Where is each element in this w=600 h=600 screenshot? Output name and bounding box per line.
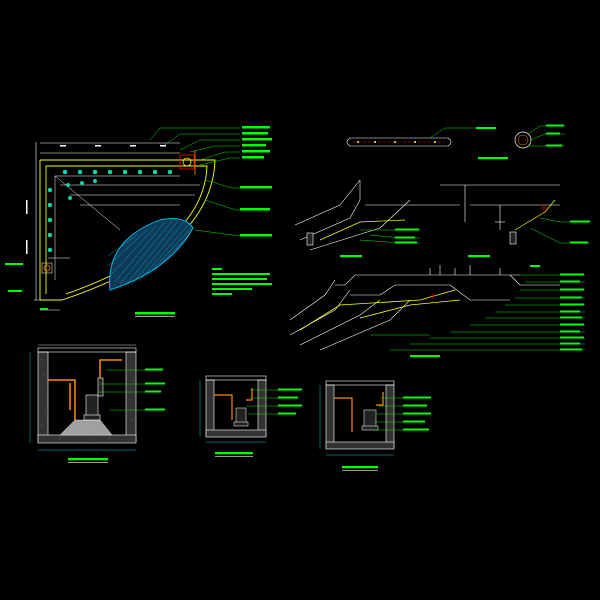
pool-outline — [39, 159, 216, 301]
water-surface-fan — [107, 218, 194, 291]
isometric-piping-upper — [294, 179, 590, 258]
pump-body-c — [361, 409, 379, 431]
pump-pit-section-b — [199, 375, 302, 457]
plan-top-ticks — [26, 145, 166, 254]
pipe-detail — [346, 127, 508, 160]
pipe-section-circle — [514, 124, 565, 149]
pump-pit-section-c — [319, 380, 431, 471]
plan-title — [135, 312, 175, 317]
plan-pump-pit — [179, 150, 196, 175]
plan-notes-block — [212, 268, 272, 295]
pump-icon-upper-left — [306, 231, 517, 246]
pump-body-b — [233, 407, 249, 427]
plan-view — [5, 126, 272, 317]
plan-structure-lines — [48, 175, 200, 280]
pump-pit-section-a — [29, 344, 165, 463]
plan-dimension-lines — [34, 142, 180, 311]
plan-pit-bottom — [41, 262, 53, 274]
nozzle-markers — [47, 169, 173, 253]
isometric-piping-lower — [289, 265, 585, 358]
plan-leader-text-bars — [240, 126, 272, 237]
pump-body-a — [83, 377, 104, 421]
plan-left-labels — [5, 263, 48, 310]
